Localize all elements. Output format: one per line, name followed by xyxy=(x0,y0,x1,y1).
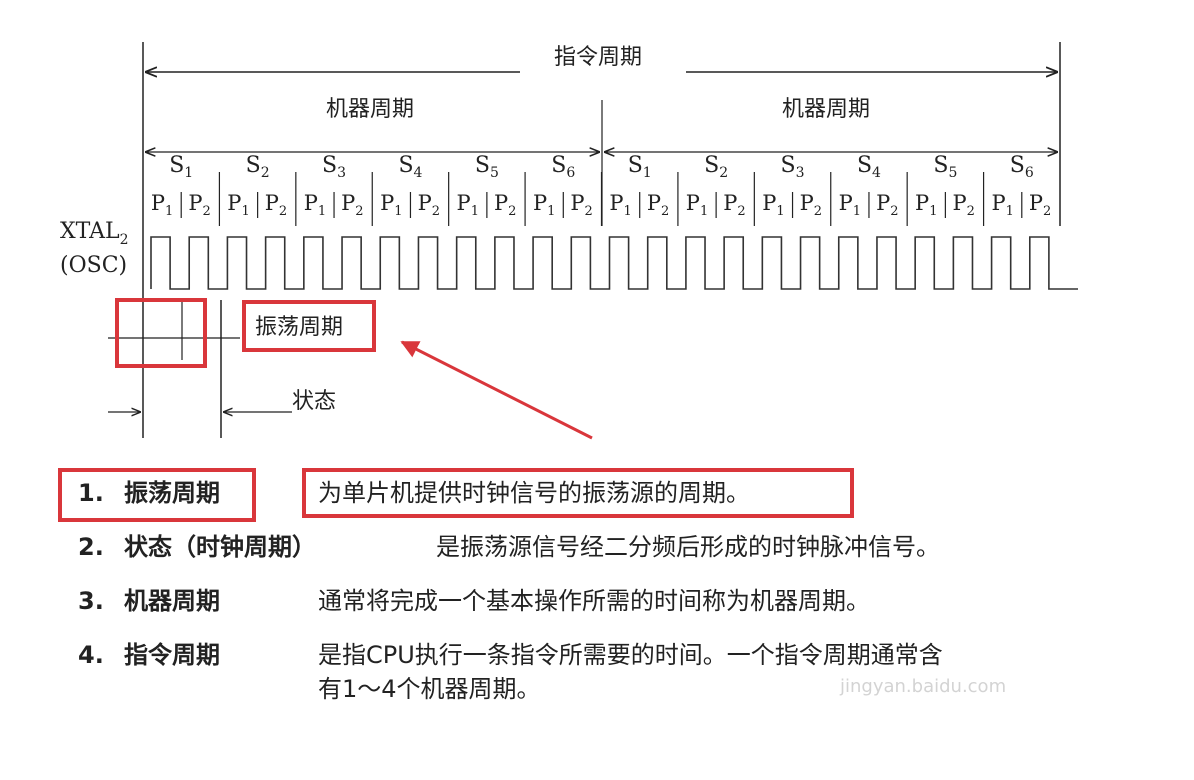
clock-waveform xyxy=(150,236,1078,290)
state-label-s: S4 xyxy=(857,153,881,181)
desc-highlight-box xyxy=(302,468,854,518)
definition-desc: 通常将完成一个基本操作所需的时间称为机器周期。 xyxy=(318,587,870,615)
definition-term: 指令周期 xyxy=(124,641,220,669)
state-label-s: S6 xyxy=(1010,153,1034,181)
phase-labels: P1 P2 P1 P2 P1 P2 P1 P2 P1 P2 P1 P2 P1 P2 P1 P2 P1 P2 P1 P2… xyxy=(151,191,1051,219)
phase-label-p1: P1 xyxy=(991,191,1013,219)
phase-label-p2: P2 xyxy=(876,191,898,219)
definition-number: 1. xyxy=(78,479,104,507)
phase-label-p1: P1 xyxy=(915,191,937,219)
phase-label-p2: P2 xyxy=(953,191,975,219)
phase-label-p2: P2 xyxy=(800,191,822,219)
phase-label-p1: P1 xyxy=(762,191,784,219)
phase-label-p1: P1 xyxy=(457,191,479,219)
machine-cycle-label-1: 机器周期 xyxy=(326,97,414,122)
state-labels: S1 S2 S3 S4 S5 S6 S1 S2 S3 S4 S5 S6 xyxy=(169,153,1034,181)
osc-period-highlight-box xyxy=(115,298,207,368)
definition-number: 4. xyxy=(78,641,104,669)
pointer-arrow xyxy=(400,340,593,440)
phase-label-p1: P1 xyxy=(151,191,173,219)
phase-label-p1: P1 xyxy=(380,191,402,219)
osc-period-label-highlight-box xyxy=(242,300,376,352)
phase-label-p2: P2 xyxy=(1029,191,1051,219)
definition-desc: 为单片机提供时钟信号的振荡源的周期。 xyxy=(318,479,750,507)
signal-label-osc: (OSC) xyxy=(60,253,127,278)
definition-term: 状态（时钟周期） xyxy=(124,533,316,561)
phase-label-p1: P1 xyxy=(609,191,631,219)
state-label-s: S3 xyxy=(781,153,805,181)
phase-label-p1: P1 xyxy=(686,191,708,219)
state-label-s: S6 xyxy=(551,153,575,181)
phase-label-p2: P2 xyxy=(341,191,363,219)
definition-term: 机器周期 xyxy=(124,587,220,615)
state-label-s: S4 xyxy=(398,153,422,181)
phase-label-p2: P2 xyxy=(188,191,210,219)
definition-number: 3. xyxy=(78,587,104,615)
state-label-s: S5 xyxy=(475,153,499,181)
term-highlight-box xyxy=(58,468,256,522)
state-divider-ticks xyxy=(180,172,1023,226)
state-label-s: S2 xyxy=(704,153,728,181)
phase-label-p2: P2 xyxy=(570,191,592,219)
osc-period-label: 振荡周期 xyxy=(255,315,343,340)
phase-label-p2: P2 xyxy=(265,191,287,219)
phase-label-p1: P1 xyxy=(227,191,249,219)
definition-desc: 是振荡源信号经二分频后形成的时钟脉冲信号。 xyxy=(436,533,940,561)
phase-label-p1: P1 xyxy=(533,191,555,219)
phase-label-p2: P2 xyxy=(418,191,440,219)
definition-desc: 是指CPU执行一条指令所需要的时间。一个指令周期通常含 xyxy=(318,641,943,669)
state-label-s: S5 xyxy=(933,153,957,181)
state-label-s: S2 xyxy=(246,153,270,181)
phase-label-p1: P1 xyxy=(304,191,326,219)
phase-label-p1: P1 xyxy=(839,191,861,219)
machine-cycle-label-2: 机器周期 xyxy=(782,97,870,122)
phase-label-p2: P2 xyxy=(723,191,745,219)
phase-label-p2: P2 xyxy=(494,191,516,219)
state-label-s: S3 xyxy=(322,153,346,181)
signal-label-xtal: XTAL2 xyxy=(60,219,129,248)
definition-number: 2. xyxy=(78,533,104,561)
definition-desc-continued: 有1～4个机器周期。 xyxy=(318,675,541,703)
state-label: 状态 xyxy=(292,389,336,414)
state-label-s: S1 xyxy=(628,153,652,181)
watermark-text: jingyan.baidu.com xyxy=(840,676,1007,697)
definition-term: 振荡周期 xyxy=(124,479,220,507)
instruction-cycle-label: 指令周期 xyxy=(554,45,642,70)
state-label-s: S1 xyxy=(169,153,193,181)
phase-label-p2: P2 xyxy=(647,191,669,219)
